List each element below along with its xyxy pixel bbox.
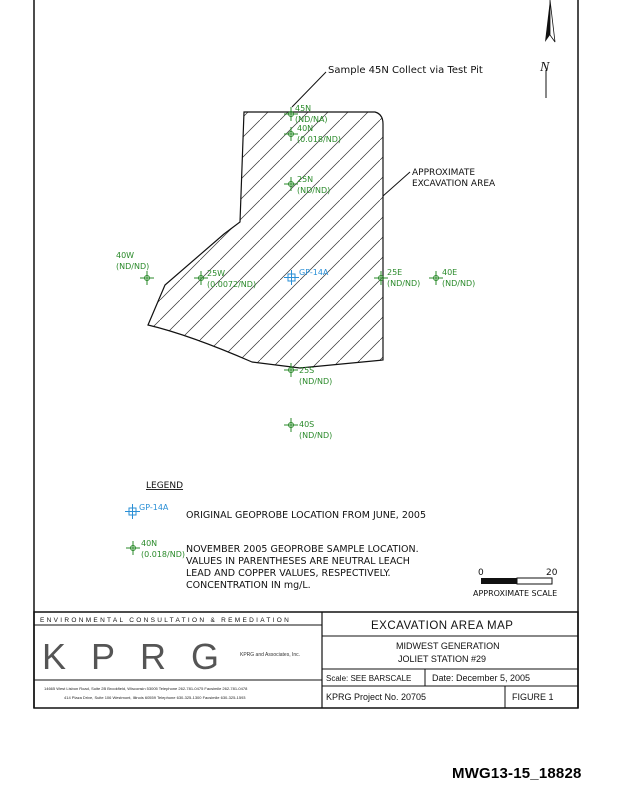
sample-label: 45N [295,104,311,113]
scale-end: 20 [546,568,558,578]
sample-45n: 45N (ND/NA) [284,104,328,124]
sample-label: 40E [442,268,457,277]
geoprobe-gp14a: GP-14A [284,268,329,285]
sample-value: (ND/NA) [295,115,328,124]
sample-40w: 40W (ND/ND) [116,251,154,285]
sample-label: 25N [297,175,313,184]
sample-25e: 25E (ND/ND) [374,268,420,288]
scale-label: APPROXIMATE SCALE [473,589,557,598]
sample-value: (ND/ND) [442,279,475,288]
sample-label: 40S [299,420,314,429]
legend-sample-desc-3: LEAD AND COPPER VALUES, RESPECTIVELY. [186,568,391,579]
geoprobe-label: GP-14A [299,268,329,277]
north-label: N [539,60,550,75]
legend-geoprobe-id: GP-14A [139,503,169,512]
sample-value: (0.0072/ND) [207,280,256,289]
sample-25n: 25N (ND/ND) [284,175,330,195]
callout-test-pit-leader [291,71,327,108]
map-title: EXCAVATION AREA MAP [371,620,513,632]
sample-label: 25W [207,269,225,278]
sample-value: (ND/ND) [297,186,330,195]
site-name: JOLIET STATION #29 [398,654,486,664]
address-2: 414 Plaza Drive, Suite 106 Westmont, Ill… [64,695,246,700]
sample-25w: 25W (0.0072/ND) [194,269,256,289]
sample-label: 40N [297,124,313,133]
legend-sample-id: 40N [141,539,157,548]
sample-value: (ND/ND) [116,262,149,271]
legend-geoprobe-symbol [125,504,140,519]
callout-area-line1: APPROXIMATE [412,168,475,178]
sample-label: 40W [116,251,134,260]
legend-sample-desc-2: VALUES IN PARENTHESES ARE NEUTRAL LEACH [186,556,410,567]
sample-40e: 40E (ND/ND) [429,268,475,288]
scale-bar [481,577,553,585]
sample-25s: 25S (ND/ND) [284,363,332,386]
sample-label: 25E [387,268,402,277]
legend-geoprobe-desc: ORIGINAL GEOPROBE LOCATION FROM JUNE, 20… [186,510,426,521]
sample-value: (ND/ND) [299,377,332,386]
legend-sample-symbol [126,541,140,555]
callout-area-leader [382,171,411,197]
legend-sample-desc-1: NOVEMBER 2005 GEOPROBE SAMPLE LOCATION. [186,544,419,555]
callout-test-pit: Sample 45N Collect via Test Pit [328,65,483,76]
client-name: MIDWEST GENERATION [396,641,500,651]
sample-value: (ND/ND) [387,279,420,288]
scale-start: 0 [478,568,484,578]
document-id: MWG13-15_18828 [452,765,582,782]
scale-field: Scale: SEE BARSCALE [326,674,411,683]
sample-label: 25S [299,366,314,375]
excavation-area [147,111,384,369]
date-field: Date: December 5, 2005 [432,673,530,683]
title-block [33,611,579,709]
legend-sample-desc-4: CONCENTRATION IN mg/L. [186,580,311,591]
north-arrow-icon [545,0,556,98]
logo-sub: KPRG and Associates, Inc. [240,652,300,658]
tagline: ENVIRONMENTAL CONSULTATION & REMEDIATION [40,617,291,624]
kprg-logo: KPRG [42,636,244,677]
callout-area-line2: EXCAVATION AREA [412,179,496,189]
project-number: KPRG Project No. 20705 [326,692,426,702]
address-1: 14665 West Lisbon Road, Suite 2B Brookfi… [44,686,248,691]
sample-value: (0.018/ND) [297,135,341,144]
sample-value: (ND/ND) [299,431,332,440]
sample-40s: 40S (ND/ND) [284,418,332,440]
legend-sample-value: (0.018/ND) [141,550,185,559]
sample-40n: 40N (0.018/ND) [284,124,341,144]
legend-title: LEGEND [146,481,183,491]
figure-number: FIGURE 1 [512,692,554,702]
